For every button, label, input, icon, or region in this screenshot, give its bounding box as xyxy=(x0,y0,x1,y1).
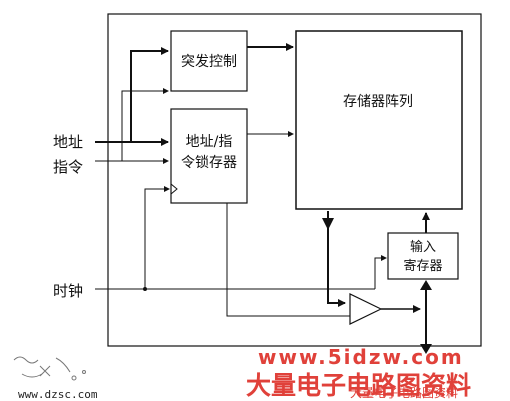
memory-array-block xyxy=(295,30,463,210)
dzsc-watermark: www.dzsc.com xyxy=(18,388,98,401)
command-signal-label: 指令 xyxy=(53,158,83,176)
data-bus-arrow-up xyxy=(420,280,432,290)
clock-signal-label: 时钟 xyxy=(53,282,83,300)
memory-array-label: 存储器阵列 xyxy=(343,94,413,110)
clock-to-input-register xyxy=(374,255,387,289)
latch-enable-line xyxy=(226,203,359,317)
chip-outline xyxy=(107,13,482,347)
clock-to-latch-line xyxy=(144,186,170,289)
input-register-label-1: 输入 xyxy=(410,239,436,255)
address-command-latch-label-1: 地址/指 xyxy=(186,134,233,150)
data-bus-arrow-down xyxy=(420,344,432,354)
small-watermark-text: 大量电子电路图资料 xyxy=(350,385,458,400)
output-buffer xyxy=(349,293,383,325)
command-to-burst-line xyxy=(121,88,169,161)
array-read-arrow xyxy=(322,218,334,230)
array-read-bus xyxy=(327,211,346,307)
input-register-label-2: 寄存器 xyxy=(403,258,442,274)
burst-control-label: 突发控制 xyxy=(181,54,237,70)
input-register-block xyxy=(387,232,459,280)
address-to-burst-bus xyxy=(130,47,169,142)
address-command-latch-label-2: 令锁存器 xyxy=(181,155,237,171)
latch-clock-marker xyxy=(170,183,178,195)
big-watermark-text: 大量电子电路图资料 xyxy=(246,371,471,400)
site-watermark: www.5idzw.com xyxy=(258,345,464,369)
address-command-latch-block xyxy=(170,108,248,204)
burst-control-block xyxy=(170,30,248,92)
address-signal-label: 地址 xyxy=(53,133,83,151)
watermark-doodle xyxy=(13,356,86,381)
